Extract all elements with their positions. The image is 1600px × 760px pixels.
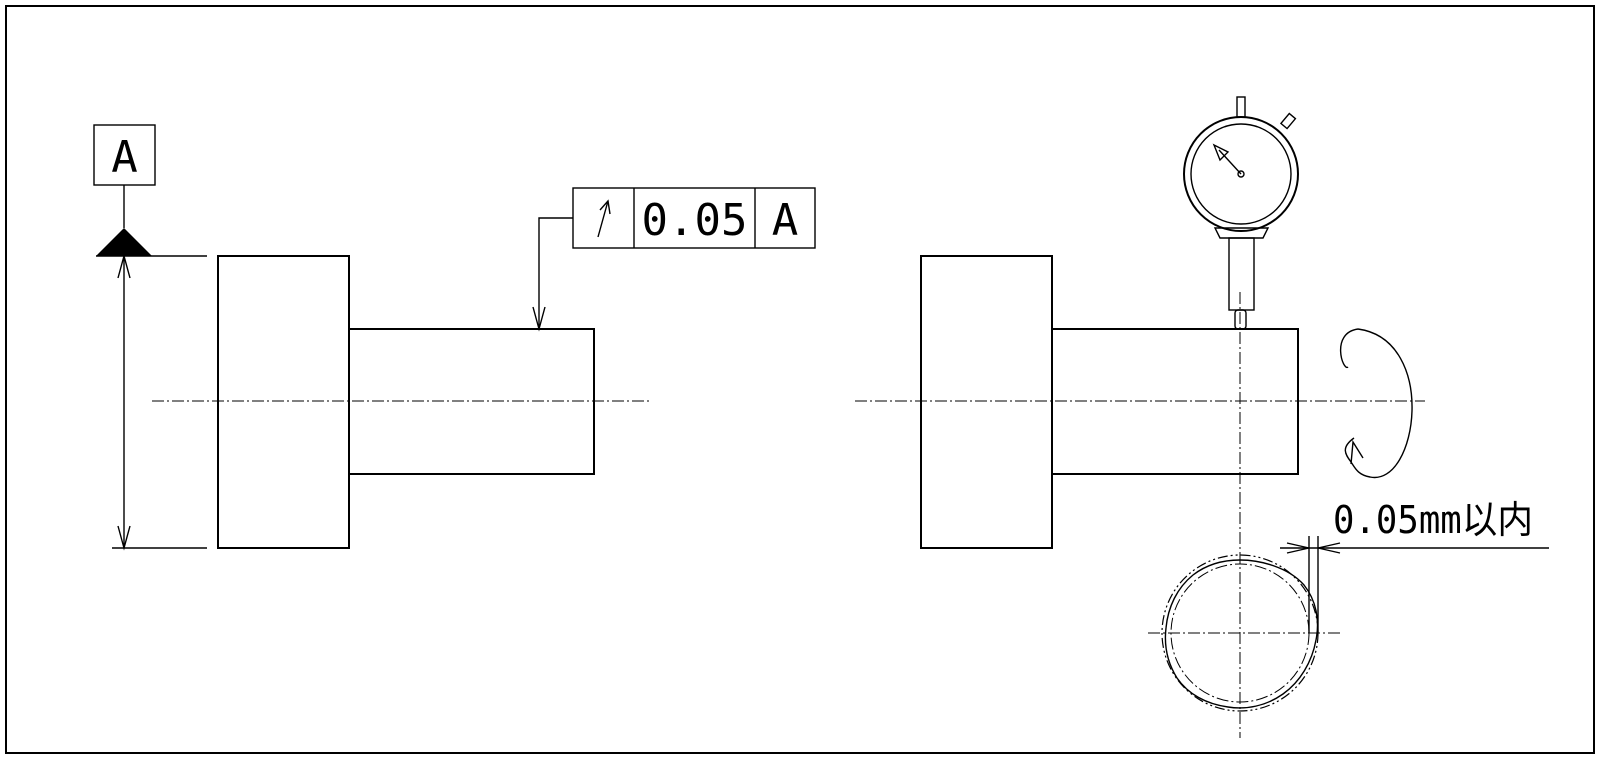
- dimension-arrow-bottom: [117, 525, 131, 551]
- right-view: 0.05mm以内: [855, 96, 1549, 738]
- runout-symbol-icon: [597, 199, 611, 238]
- dimension-arrow-top: [117, 253, 131, 279]
- flange-body-right: [920, 255, 1053, 549]
- fcf-tolerance: 0.05: [642, 195, 748, 246]
- measured-profile: [1164, 559, 1319, 709]
- flange-body: [217, 255, 350, 549]
- datum-triangle: [96, 228, 152, 256]
- zone-arrow-left: [1286, 542, 1310, 554]
- left-view: A 0.05 A: [93, 124, 816, 551]
- datum-letter: A: [111, 132, 138, 183]
- dial-indicator-icon: [1183, 96, 1299, 330]
- drawing-border: [5, 5, 1595, 754]
- fcf-leader-arrow: [532, 306, 546, 332]
- zone-arrow-right: [1317, 542, 1341, 554]
- measurement-label: 0.05mm以内: [1333, 498, 1533, 542]
- fcf-leader: [538, 217, 573, 329]
- rotation-arrow-icon: [1339, 328, 1413, 478]
- fcf-datum-ref: A: [772, 195, 799, 246]
